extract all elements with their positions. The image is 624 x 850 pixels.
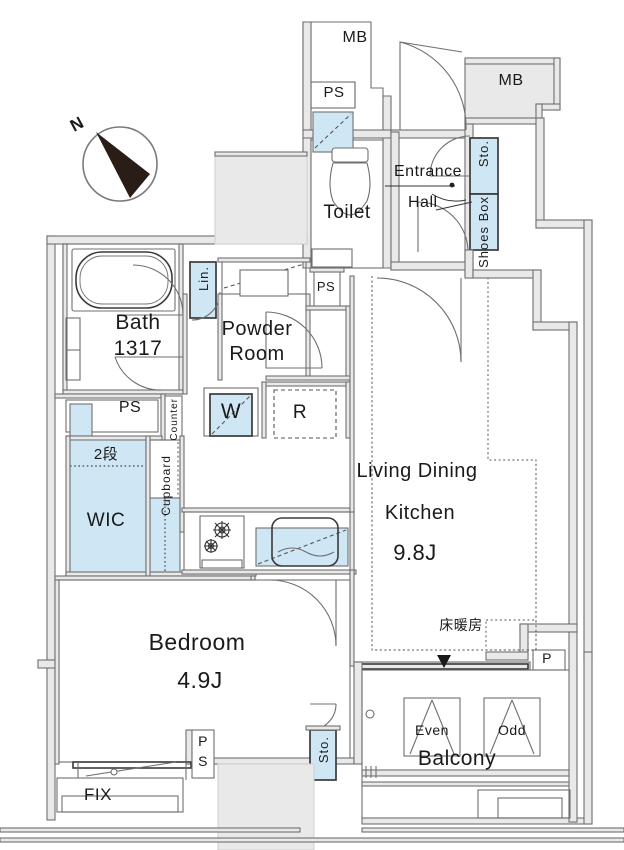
label-toilet: Toilet	[323, 202, 371, 223]
label-ps-bath: PS	[118, 399, 142, 416]
label-bedroom-area: 4.9J	[177, 667, 223, 693]
label-lin: Lin.	[196, 266, 211, 291]
entrance-leader-lines	[385, 182, 473, 211]
label-balcony-even: Even	[415, 722, 449, 738]
label-mb-right: MB	[498, 72, 524, 89]
label-hall: Hall	[408, 194, 438, 211]
label-powder: Powder	[221, 318, 293, 340]
label-balcony: Balcony	[417, 747, 497, 770]
label-sto-bedroom: Sto.	[316, 736, 331, 764]
label-ps-bottom-s: S	[198, 753, 208, 769]
label-ldk-area: 9.8J	[393, 540, 437, 565]
label-p-corner: P	[542, 650, 552, 666]
label-counter: Counter	[169, 398, 180, 441]
svg-text:N: N	[67, 113, 87, 136]
label-floor-heating: 床暖房	[439, 618, 483, 634]
label-bath-size: 1317	[113, 337, 163, 360]
label-shoes-box: Shoes Box	[476, 196, 491, 268]
label-bedroom: Bedroom	[148, 629, 246, 655]
label-ps-top: PS	[323, 84, 345, 101]
label-entrance: Entrance	[394, 163, 463, 180]
label-bath: Bath	[115, 311, 161, 334]
label-washer: W	[220, 400, 242, 423]
compass-rose-icon: N	[67, 113, 158, 202]
label-refrigerator: R	[292, 402, 308, 423]
label-powder-room: Room	[229, 343, 285, 365]
label-2dan: 2段	[93, 446, 119, 463]
label-sto: Sto.	[476, 140, 491, 168]
label-ps-powder: PS	[316, 279, 336, 294]
label-ps-bottom-p: P	[198, 733, 208, 749]
label-mb-top: MB	[342, 29, 368, 46]
label-kitchen: Kitchen	[384, 502, 456, 524]
label-wic: WIC	[86, 510, 126, 531]
label-balcony-odd: Odd	[498, 722, 526, 738]
label-fix: FIX	[84, 785, 112, 804]
label-living-dining: Living Dining	[356, 460, 478, 482]
label-cupboard: Cupboard	[159, 455, 173, 516]
